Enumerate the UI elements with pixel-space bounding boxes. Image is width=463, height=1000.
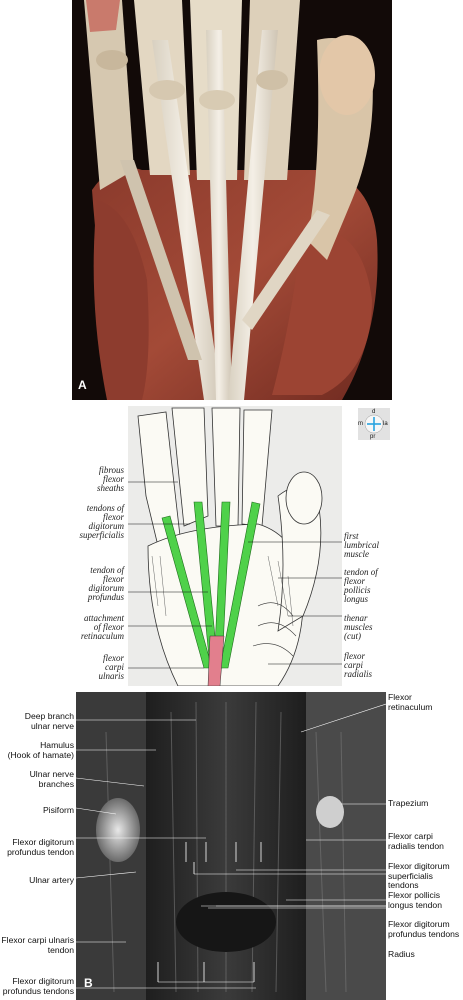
label-fdp-tendon: tendon of flexor digitorum profundus (87, 565, 124, 602)
label-flexor-carpi-ulnaris: flexor carpi ulnaris (98, 653, 124, 681)
label-hamulus: Hamulus (Hook of hamate) (7, 740, 74, 760)
label-fibrous-flexor-sheaths: fibrous flexor sheaths (97, 465, 124, 493)
schematic-illustration (128, 406, 342, 686)
schematic-diagram (128, 406, 342, 686)
mri-image: B (76, 692, 386, 1000)
label-flexor-retinaculum: Flexor retinaculum (388, 692, 433, 712)
label-fds-tendons-mri: Flexor digitorum superficialis tendons (388, 861, 450, 890)
label-fcu-tendon-mri: Flexor carpi ulnaris tendon (1, 935, 74, 955)
label-fdp-tendons-right: Flexor digitorum profundus tendons (388, 919, 460, 939)
label-deep-branch-ulnar-nerve: Deep branch ulnar nerve (24, 711, 74, 731)
label-fpl-tendon: tendon of flexor pollicis longus (344, 567, 378, 604)
mri-illustration (76, 692, 386, 1000)
label-fcr-tendon: Flexor carpi radialis tendon (388, 831, 444, 851)
label-thenar-muscles: thenar muscles (cut) (344, 613, 373, 641)
orientation-compass: d m la pr (358, 408, 390, 440)
label-trapezium: Trapezium (388, 798, 429, 808)
compass-left: m (358, 421, 363, 427)
label-radius: Radius (388, 949, 415, 959)
label-flexor-carpi-radialis: flexor carpi radialis (344, 651, 373, 679)
dissection-photo: A (72, 0, 392, 400)
label-fds-tendons: tendons of flexor digitorum superficiali… (79, 503, 125, 540)
compass-bottom: pr (370, 434, 376, 440)
label-flexor-retinaculum-attachment: attachment of flexor retinaculum (80, 613, 124, 641)
panel-letter-b: B (84, 976, 93, 990)
dissection-illustration (72, 0, 392, 400)
label-fdp-tendon-mri: Flexor digitorum profundus tendon (7, 837, 74, 857)
compass-arrows-icon (364, 414, 384, 434)
label-ulnar-nerve-branches: Ulnar nerve branches (29, 769, 74, 789)
label-pisiform: Pisiform (42, 805, 74, 815)
panel-letter-a: A (78, 378, 87, 392)
label-fdp-tendons-left: Flexor digitorum profundus tendons (2, 976, 74, 996)
compass-top: d (372, 409, 376, 415)
label-first-lumbrical: first lumbrical muscle (344, 531, 379, 559)
label-fpl-tendon-mri: Flexor pollicis longus tendon (388, 890, 442, 910)
compass-right: la (383, 421, 388, 427)
label-ulnar-artery: Ulnar artery (29, 875, 74, 885)
